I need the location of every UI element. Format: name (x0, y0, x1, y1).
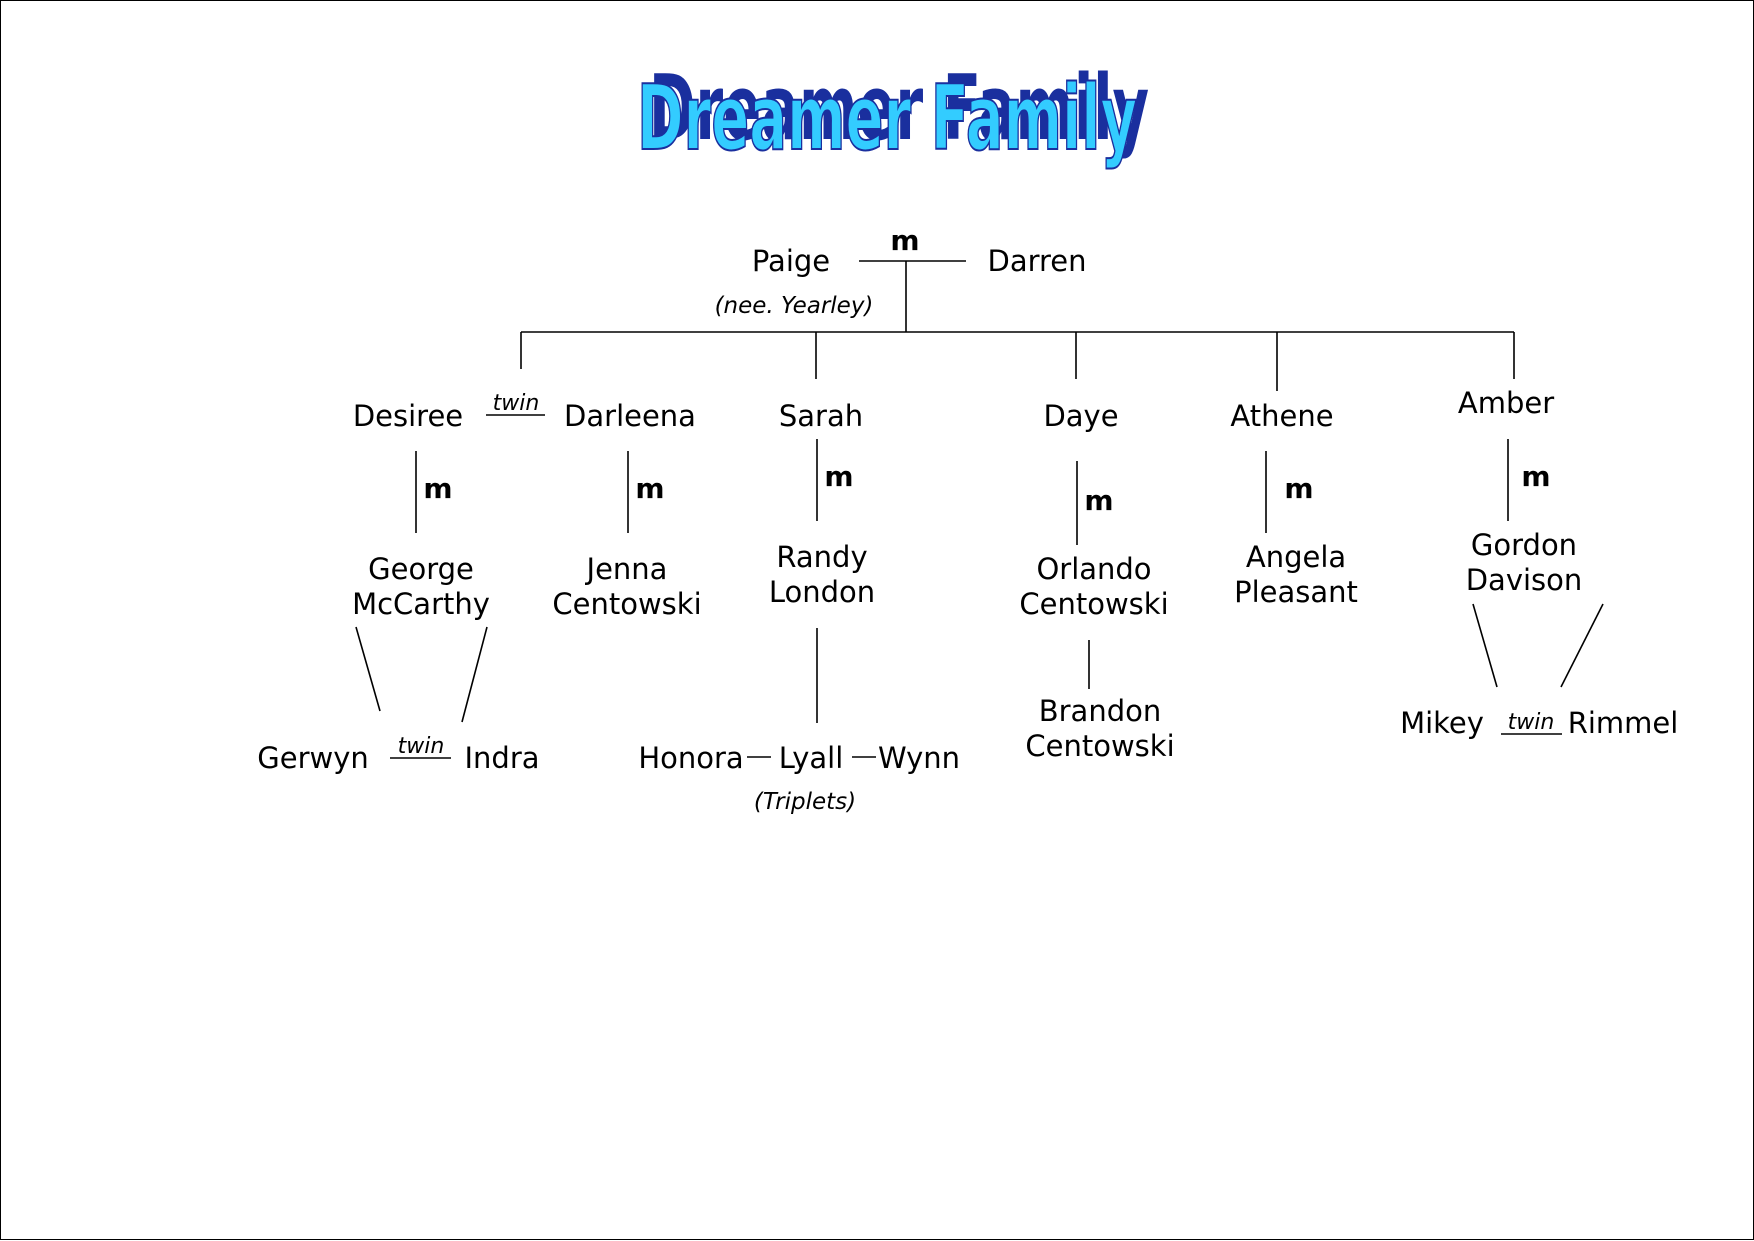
grandchild-first-name: Brandon (1038, 694, 1162, 728)
person-sarah: Sarah (778, 399, 864, 433)
descent-line-rimmel (1560, 603, 1604, 688)
grandchild-last-name: Centowski (1025, 729, 1175, 763)
person-darren: Darren (987, 244, 1087, 278)
spouse-angela-pleasant: Angela Pleasant (1234, 540, 1358, 610)
title-wordart: Dreamer Family Dreamer Family (636, 56, 1149, 172)
spouse-jenna-centowski: Jenna Centowski (552, 552, 701, 622)
spouse-first-name: George (368, 552, 474, 586)
spouse-first-name: Randy (776, 540, 868, 574)
page-title: Dreamer Family (637, 66, 1137, 171)
spouse-orlando-centowski: Orlando Centowski (1019, 552, 1168, 622)
triplets-note: (Triplets) (753, 789, 857, 815)
descent-line-indra (461, 626, 488, 723)
spouse-last-name: Davison (1465, 563, 1583, 597)
spouse-last-name: Centowski (552, 587, 702, 621)
root-marriage-mark: m (890, 224, 920, 257)
spouse-first-name: Gordon (1470, 528, 1578, 562)
spouse-randy-london: Randy London (769, 540, 875, 610)
marriage-mark-sarah: m (824, 460, 854, 493)
spouse-last-name: Pleasant (1234, 575, 1358, 609)
spouse-first-name: Jenna (586, 552, 668, 586)
person-mikey: Mikey (1400, 706, 1484, 740)
spouse-george-mccarthy: George McCarthy (352, 552, 490, 622)
person-rimmel: Rimmel (1567, 706, 1679, 740)
person-amber: Amber (1457, 386, 1555, 420)
spouse-last-name: McCarthy (352, 587, 490, 621)
marriage-mark-daye: m (1084, 484, 1114, 517)
marriage-mark-darleena: m (635, 472, 665, 505)
spouse-gordon-davison: Gordon Davison (1466, 528, 1583, 598)
person-paige: Paige (751, 244, 831, 278)
twin-label-gerwyn: twin (397, 734, 445, 759)
spouse-first-name: Angela (1245, 540, 1347, 574)
person-athene: Athene (1230, 399, 1334, 433)
spouse-first-name: Orlando (1036, 552, 1152, 586)
marriage-mark-amber: m (1521, 460, 1551, 493)
descent-line-gerwyn (355, 626, 381, 712)
spouse-last-name: Centowski (1019, 587, 1169, 621)
descent-line-mikey (1472, 603, 1498, 688)
person-daye: Daye (1043, 399, 1119, 433)
twin-label-mikey: twin (1507, 710, 1555, 735)
person-brandon-centowski: Brandon Centowski (1025, 694, 1174, 764)
person-indra: Indra (464, 741, 540, 775)
marriage-mark-athene: m (1284, 472, 1314, 505)
maiden-name-note: (nee. Yearley) (714, 293, 874, 319)
spouse-last-name: London (768, 575, 876, 609)
person-wynn: Wynn (877, 741, 961, 775)
person-honora: Honora (638, 741, 744, 775)
title-shadow: Dreamer Family (649, 56, 1149, 161)
person-lyall: Lyall (778, 741, 844, 775)
person-gerwyn: Gerwyn (257, 741, 369, 775)
twin-label-desiree: twin (492, 391, 540, 416)
person-darleena: Darleena (564, 399, 696, 433)
person-desiree: Desiree (352, 399, 464, 433)
marriage-mark-desiree: m (423, 472, 453, 505)
